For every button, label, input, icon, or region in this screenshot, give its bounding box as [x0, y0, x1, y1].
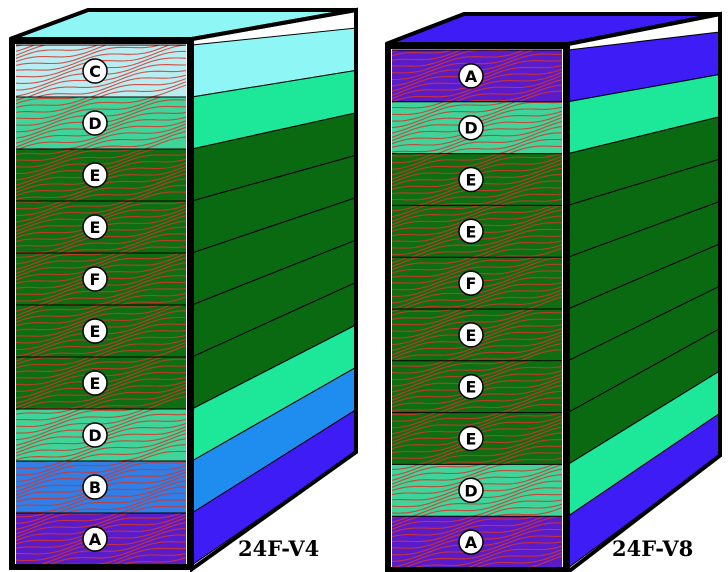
- grade-letter: C: [89, 62, 101, 81]
- grade-badge: E: [458, 218, 484, 245]
- grade-letter: E: [90, 374, 101, 393]
- grade-letter: E: [90, 218, 101, 237]
- beam-label-24f-v4: 24F-V4: [238, 536, 319, 561]
- grade-badge: D: [458, 114, 484, 141]
- lamination-5-grade-F: F: [16, 252, 186, 305]
- grade-letter: D: [464, 119, 477, 138]
- grade-badge: E: [82, 318, 108, 344]
- grade-letter: E: [466, 430, 477, 449]
- lamination-7-grade-E: E: [16, 356, 186, 409]
- grade-letter: E: [90, 322, 101, 341]
- lamination-3-grade-E: E: [392, 153, 562, 206]
- grade-badge: F: [82, 266, 108, 292]
- lamination-4-grade-E: E: [392, 204, 562, 258]
- grade-letter: A: [465, 67, 478, 86]
- grade-badge: E: [458, 373, 484, 400]
- grade-letter: A: [465, 533, 478, 552]
- beam-24f-v4: C D E E F E E D B A: [9, 7, 358, 572]
- grade-badge: C: [82, 58, 108, 84]
- grade-letter: B: [89, 478, 101, 497]
- lamination-1-grade-C: C: [16, 44, 186, 97]
- grade-badge: A: [458, 63, 484, 89]
- grade-letter: E: [466, 326, 477, 345]
- grade-badge: D: [458, 477, 484, 504]
- grade-letter: E: [466, 222, 477, 241]
- lamination-10-grade-A: A: [16, 512, 186, 565]
- lamination-2-grade-D: D: [16, 96, 186, 149]
- grade-letter: A: [89, 530, 102, 549]
- grade-badge: E: [458, 166, 484, 193]
- grade-badge: E: [82, 370, 108, 396]
- grade-badge: D: [82, 110, 108, 136]
- lamination-3-grade-E: E: [16, 148, 186, 201]
- grade-badge: E: [82, 214, 108, 240]
- grade-badge: A: [458, 529, 484, 555]
- lamination-7-grade-E: E: [392, 360, 562, 413]
- lamination-8-grade-D: D: [16, 408, 186, 461]
- beam-label-24f-v8: 24F-V8: [612, 536, 693, 561]
- grade-letter: F: [90, 270, 101, 289]
- lamination-5-grade-F: F: [392, 256, 562, 310]
- grade-badge: D: [82, 422, 108, 448]
- grade-letter: D: [88, 114, 101, 133]
- lamination-8-grade-E: E: [392, 412, 562, 465]
- grade-badge: B: [82, 474, 108, 500]
- grade-letter: D: [88, 426, 101, 445]
- lamination-1-grade-A: A: [392, 49, 562, 102]
- grade-letter: E: [90, 166, 101, 185]
- lamination-6-grade-E: E: [392, 308, 562, 361]
- lamination-9-grade-B: B: [16, 460, 186, 513]
- grade-badge: E: [82, 162, 108, 188]
- grade-badge: A: [82, 526, 108, 552]
- lamination-4-grade-E: E: [16, 200, 186, 253]
- lamination-9-grade-D: D: [392, 463, 562, 517]
- grade-letter: F: [466, 274, 477, 293]
- grade-letter: E: [466, 171, 477, 190]
- lamination-6-grade-E: E: [16, 304, 186, 357]
- grade-letter: D: [464, 481, 477, 500]
- beam-24f-v8: A D E E F E E E D A: [385, 11, 722, 572]
- grade-badge: E: [458, 425, 484, 452]
- grade-letter: E: [466, 378, 477, 397]
- grade-badge: E: [458, 322, 484, 348]
- grade-badge: F: [458, 270, 484, 296]
- lamination-2-grade-D: D: [392, 101, 562, 154]
